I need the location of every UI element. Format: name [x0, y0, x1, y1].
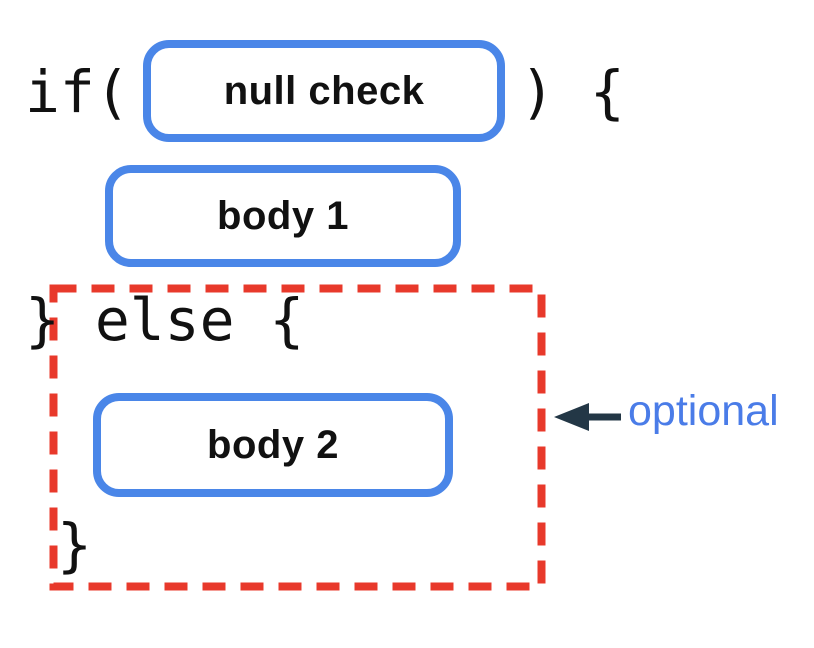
null-check-label: null check: [223, 68, 425, 113]
optional-dashed-region: [49, 284, 546, 591]
if-keyword-text: if(: [25, 58, 130, 126]
body2-label: body 2: [207, 422, 339, 467]
left-arrow-icon: [554, 403, 621, 431]
else-keyword-text: } else {: [25, 286, 305, 354]
closing-brace-text: }: [57, 511, 92, 579]
optional-label: optional: [628, 387, 779, 435]
null-check-condition-box: null check: [143, 40, 505, 142]
if-close-paren-text: ) {: [520, 58, 625, 126]
body1-box: body 1: [105, 165, 461, 267]
body1-label: body 1: [217, 193, 349, 238]
body2-box: body 2: [93, 393, 453, 497]
